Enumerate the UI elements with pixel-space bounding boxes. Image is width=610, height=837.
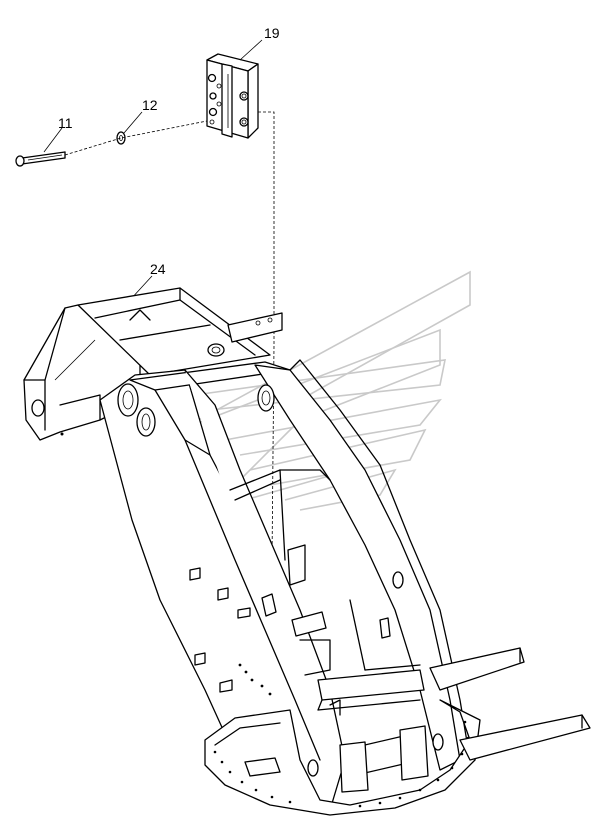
bolt-part-11 — [15, 151, 66, 167]
frame-part-24 — [23, 287, 591, 816]
assembly-line-block — [258, 111, 275, 561]
callout-19: 19 — [264, 25, 280, 41]
leader-line-11 — [43, 127, 63, 153]
callout-24: 24 — [150, 261, 166, 277]
leader-line-19 — [239, 39, 263, 61]
washer-part-12 — [116, 131, 126, 145]
valve-block-part-19 — [206, 53, 259, 139]
leader-line-12 — [123, 111, 143, 134]
callout-12: 12 — [142, 97, 158, 113]
assembly-line-bolt — [64, 119, 213, 156]
callout-11: 11 — [58, 115, 73, 131]
